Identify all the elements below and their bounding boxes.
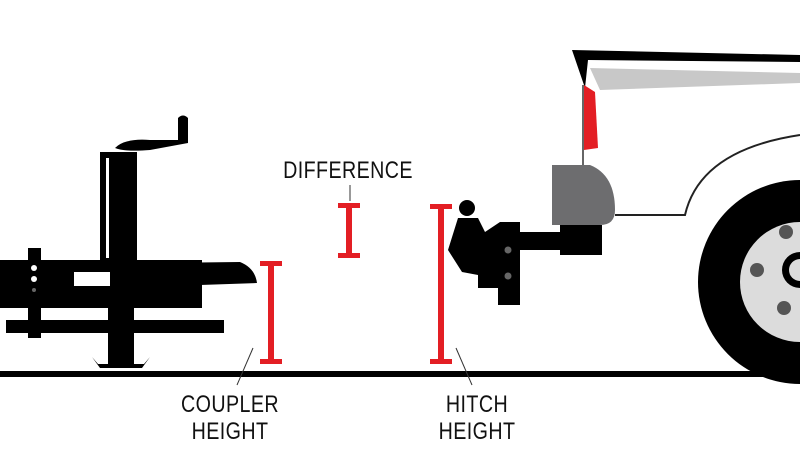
jack-foot-post: [108, 308, 134, 368]
trailer-tongue: [0, 115, 257, 368]
taillight: [584, 85, 598, 150]
truck: [448, 50, 800, 384]
coupler: [155, 262, 257, 285]
difference-label: DIFFERENCE: [283, 157, 413, 184]
hitch-height-line-1: HITCH: [445, 391, 509, 418]
jack-post: [100, 152, 137, 262]
bed-outline: [572, 50, 800, 88]
side-post: [28, 248, 41, 338]
ground-line: [0, 371, 800, 377]
coupler-height-label: COUPLER HEIGHT: [173, 391, 288, 445]
coupler-height-line-1: COUPLER: [180, 391, 280, 418]
hitch-height-measure: [430, 204, 452, 364]
coupler-leader: [236, 347, 254, 386]
hitch-height-line-2: HEIGHT: [438, 418, 516, 445]
hitch-leader: [455, 347, 473, 386]
receiver: [560, 225, 602, 255]
hitch-height-label: HITCH HEIGHT: [420, 391, 535, 445]
ball-mount: [448, 218, 520, 305]
coupler-height-measure: [260, 261, 282, 364]
difference-measure: [338, 203, 360, 258]
body-line: [615, 134, 800, 216]
crank-handle: [115, 115, 188, 151]
bed-trim: [590, 68, 800, 90]
coupler-height-line-2: HEIGHT: [191, 418, 269, 445]
bumper: [552, 165, 615, 225]
jack-foot: [92, 357, 150, 368]
hitch-ball: [459, 200, 475, 216]
